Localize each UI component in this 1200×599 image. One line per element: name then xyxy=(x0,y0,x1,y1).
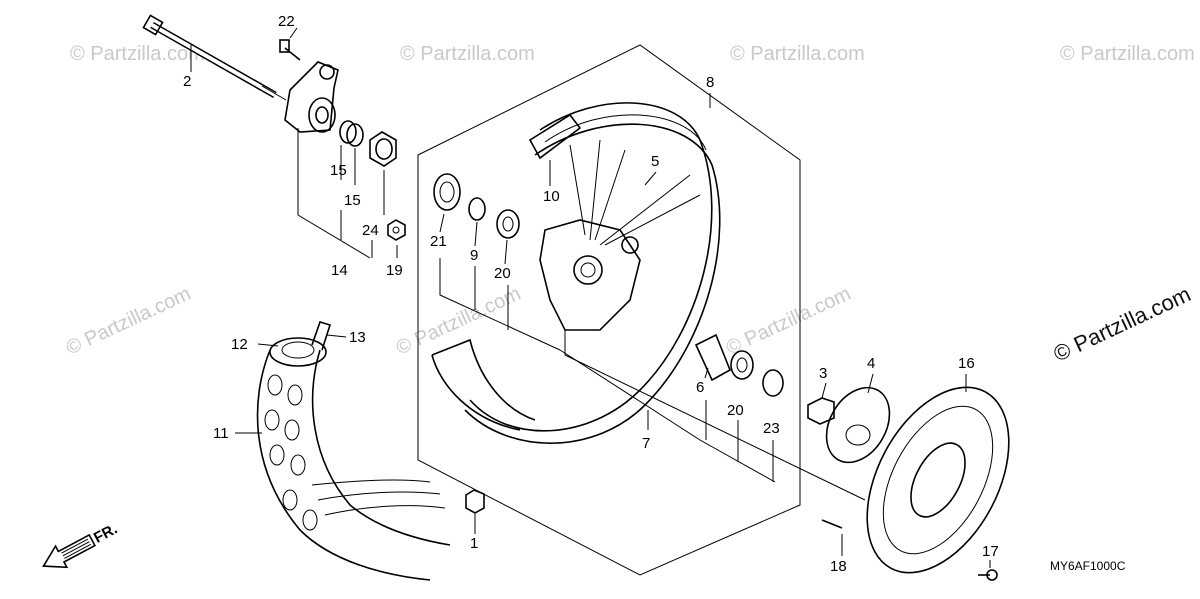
left-bearings xyxy=(433,173,520,239)
callout-16: 16 xyxy=(958,355,975,372)
callout-6: 6 xyxy=(696,379,704,396)
callouts: 22 2 15 15 24 14 19 8 5 10 21 9 20 12 13… xyxy=(183,13,999,575)
right-bearings xyxy=(694,333,784,397)
watermark: © Partzilla.com xyxy=(393,283,524,360)
disc-bolts xyxy=(821,519,998,581)
nut xyxy=(387,219,406,241)
watermark: © Partzilla.com xyxy=(70,43,205,65)
callout-18: 18 xyxy=(830,558,847,575)
wheel-assembly-frame xyxy=(417,44,801,576)
dust-seal-plate xyxy=(825,386,891,464)
callout-12: 12 xyxy=(231,336,248,353)
bolt xyxy=(279,39,301,61)
brake-disc xyxy=(866,386,1010,574)
callout-11: 11 xyxy=(213,425,229,442)
callout-15a: 15 xyxy=(330,162,347,179)
callout-9: 9 xyxy=(470,247,478,264)
rim xyxy=(431,102,721,444)
callout-3: 3 xyxy=(819,365,827,382)
tire xyxy=(256,321,451,581)
callout-17: 17 xyxy=(982,543,999,560)
callout-4: 4 xyxy=(867,355,875,372)
spokes xyxy=(569,139,701,246)
callout-13: 13 xyxy=(349,329,366,346)
callout-15b: 15 xyxy=(344,192,361,209)
diagram-code: MY6AF1000C xyxy=(1050,559,1126,573)
callout-23: 22 xyxy=(278,13,295,30)
callout-5: 5 xyxy=(651,153,659,170)
spacers xyxy=(339,120,397,167)
callout-8: 8 xyxy=(706,74,714,91)
callout-22: 23 xyxy=(763,420,780,437)
front-label: FR. xyxy=(91,520,120,546)
watermark: © Partzilla.com xyxy=(1060,43,1195,65)
leader-lines-wheel xyxy=(439,258,866,501)
valve-nut xyxy=(465,489,485,514)
front-arrow: FR. xyxy=(42,520,120,569)
watermark-emphasis: © Partzilla.com xyxy=(1050,281,1195,366)
watermark: © Partzilla.com xyxy=(63,283,194,360)
hub xyxy=(539,219,641,331)
watermark: © Partzilla.com xyxy=(400,43,535,65)
leader-lines-left xyxy=(297,128,398,259)
callout-20b: 20 xyxy=(727,402,744,419)
callout-7: 7 xyxy=(642,435,650,452)
watermark-layer: © Partzilla.com © Partzilla.com © Partzi… xyxy=(63,43,1195,367)
watermark: © Partzilla.com xyxy=(723,283,854,360)
axle-holder xyxy=(284,61,339,133)
callout-19: 19 xyxy=(386,262,403,279)
callout-24: 24 xyxy=(362,222,379,239)
axle xyxy=(142,14,287,101)
watermark: © Partzilla.com xyxy=(730,43,865,65)
callout-20a: 20 xyxy=(494,265,511,282)
callout-2: 2 xyxy=(183,73,191,90)
callout-10: 10 xyxy=(543,188,560,205)
callout-1: 1 xyxy=(470,535,478,552)
callout-21: 21 xyxy=(430,233,447,250)
callout-14: 14 xyxy=(331,262,348,279)
